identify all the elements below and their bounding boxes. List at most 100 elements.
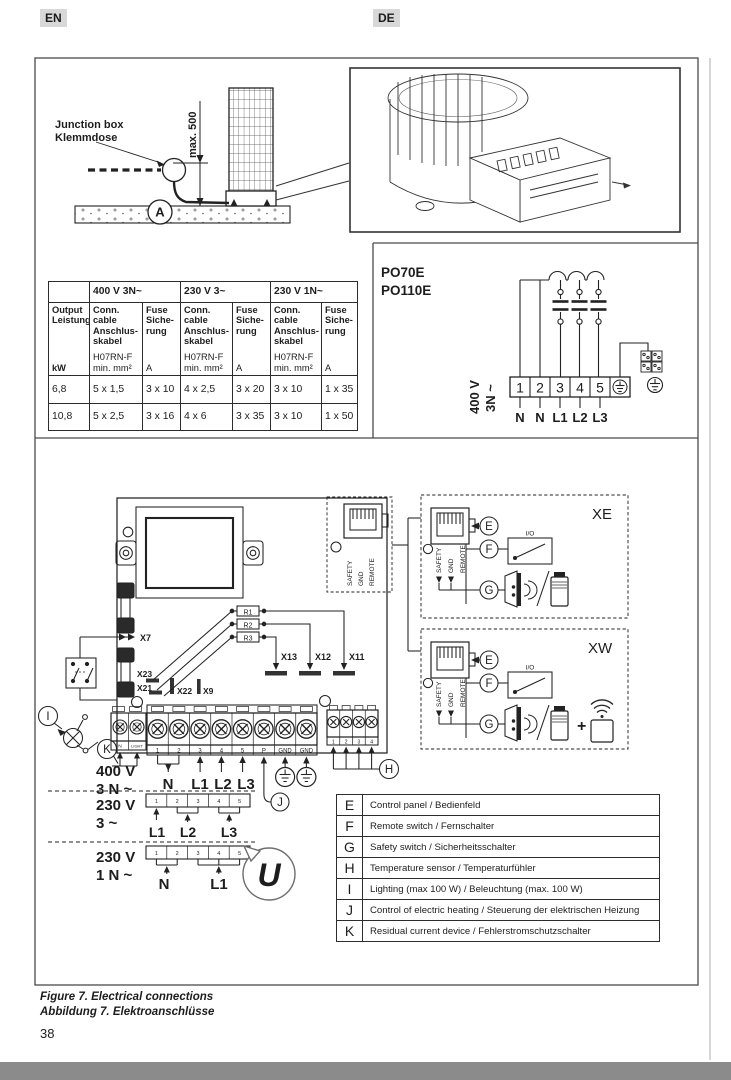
supply-230-1n-voltage: 230 V [96, 849, 135, 866]
table-cell: 4 x 6 [181, 404, 233, 431]
legend-row-j: J Control of electric heating / Steuerun… [337, 900, 659, 921]
xw-option: XW E F [420, 628, 629, 750]
supply-400-l2: L2 [214, 776, 232, 793]
main-wiring-diagram: X7 X23 X21 X22 X9 [37, 494, 629, 901]
terminal-label-gnd2: GND [300, 749, 314, 755]
table-row-kw: 10,8 [49, 404, 90, 431]
po-terminal-5: 5 [596, 380, 604, 396]
legend-key: E [337, 795, 363, 815]
table-cell: 3 x 10 [271, 376, 322, 404]
connector-x7-label: X7 [140, 633, 151, 643]
page-number: 38 [40, 1026, 55, 1041]
voltage-header-230-1n: 230 V 1N~ [271, 282, 358, 303]
po-heater-circuit: PO70E PO110E 1 2 3 4 5 N N L1 L [381, 265, 664, 425]
wifi-module-icon [590, 699, 614, 743]
marker-f-label-xw: F [485, 678, 492, 690]
supply-230-1n-n: N [159, 876, 170, 893]
po-earth-symbol-icon [646, 376, 664, 394]
svg-text:1: 1 [155, 851, 158, 857]
board-gnd-label: GND [358, 571, 365, 586]
supply-230-3-l3: L3 [221, 824, 238, 840]
table-cell: 3 x 35 [233, 404, 271, 431]
junction-box-diagram: A Junction box Klemmdose max. 500 [55, 87, 291, 225]
terminal-label-5: 5 [241, 749, 245, 755]
figure-frame [34, 57, 711, 1060]
po-wire-n2: N [535, 410, 544, 425]
legend-key: G [337, 837, 363, 857]
connector-x22-label: X22 [177, 686, 192, 696]
heater-detail-illustration [387, 73, 631, 223]
connector-x11-label: X11 [349, 652, 365, 662]
legend-text: Lighting (max 100 W) / Beleuchtung (max.… [370, 883, 583, 895]
svg-text:2: 2 [176, 851, 179, 857]
table-row-kw: 6,8 [49, 376, 90, 404]
model-name-2: PO110E [381, 283, 431, 298]
supply-400-l3: L3 [237, 776, 255, 793]
po-terminal-2: 2 [536, 380, 544, 396]
legend-row-k: K Residual current device / Fehlerstroms… [337, 921, 659, 941]
brand-logo-balloon: U [242, 844, 296, 901]
supply-230-3-l1: L1 [149, 824, 166, 840]
po-wire-l3: L3 [592, 410, 607, 425]
marker-g-label: G [485, 585, 494, 597]
supply-400-voltage: 400 V [96, 763, 135, 780]
legend-key: I [337, 879, 363, 899]
xw-remote-switch-box: I/O [507, 665, 553, 699]
sensor-terminal-2: 2 [345, 739, 348, 745]
supply-400-n: N [163, 776, 174, 793]
table-cell: 4 x 2,5 [181, 376, 233, 404]
svg-text:2: 2 [176, 799, 179, 805]
table-cell: 3 x 16 [143, 404, 181, 431]
xw-remote-label: REMOTE [460, 679, 467, 707]
xe-safety-switch-icon [504, 570, 538, 608]
legend-row-e: E Control panel / Bedienfeld [337, 795, 659, 816]
component-legend-table: E Control panel / Bedienfeld F Remote sw… [336, 794, 660, 942]
connector-x21-label: X21 [137, 683, 152, 693]
board-safety-label: SAFETY [347, 560, 354, 586]
xe-section-label: XE [592, 506, 612, 523]
supply-230v-1n: 1 2 3 4 5 230 V 1 N ~ N L1 [96, 845, 251, 893]
legend-row-f: F Remote switch / Fernschalter [337, 816, 659, 837]
marker-i-label: I [46, 711, 49, 723]
legend-text: Residual current device / Fehlerstromsch… [370, 925, 591, 937]
table-cell: 1 x 35 [322, 376, 358, 404]
power-board: X7 X23 X21 X22 X9 [65, 496, 393, 754]
svg-text:3: 3 [196, 851, 199, 857]
xw-safety-switch-icon [504, 704, 538, 742]
connector-x9-label: X9 [203, 686, 214, 696]
connector-x13-label: X13 [281, 652, 297, 662]
terminal-label-2: 2 [177, 749, 181, 755]
xe-safety-label: SAFETY [436, 547, 443, 573]
spec-corner-cell [49, 282, 90, 303]
legend-text: Safety switch / Sicherheitsschalter [370, 841, 516, 853]
resistor-r1: R1 [229, 605, 267, 617]
light-terminal-n: N [118, 744, 122, 750]
language-badge-de: DE [373, 9, 400, 27]
xe-option: XE E F [420, 494, 629, 619]
screw-terminals [147, 719, 317, 739]
main-terminal-strip: 1 2 3 4 5 P GND GND [146, 704, 318, 756]
connector-x23-label: X23 [137, 669, 152, 679]
xe-gnd-label: GND [448, 558, 455, 573]
resistor-r1-label: R1 [244, 610, 253, 617]
sensor-terminal-1: 1 [332, 739, 335, 745]
xw-safety-label: SAFETY [436, 681, 443, 707]
xe-io-label: I/O [526, 531, 535, 538]
svg-text:1: 1 [155, 799, 158, 805]
figure-caption-en: Figure 7. Electrical connections [40, 991, 214, 1003]
sensor-terminal-4: 4 [370, 739, 373, 745]
legend-text: Remote switch / Fernschalter [370, 820, 495, 832]
marker-e-label: E [485, 521, 493, 533]
supply-230-3-voltage: 230 V [96, 797, 135, 814]
marker-g-label-xw: G [485, 719, 494, 731]
heater-cable [172, 180, 230, 205]
legend-row-g: G Safety switch / Sicherheitsschalter [337, 837, 659, 858]
junction-box-label-en: Junction box [55, 119, 124, 131]
xe-remote-switch-box: I/O [507, 531, 553, 565]
po-wire-l1: L1 [552, 410, 567, 425]
table-cell: 3 x 20 [233, 376, 271, 404]
